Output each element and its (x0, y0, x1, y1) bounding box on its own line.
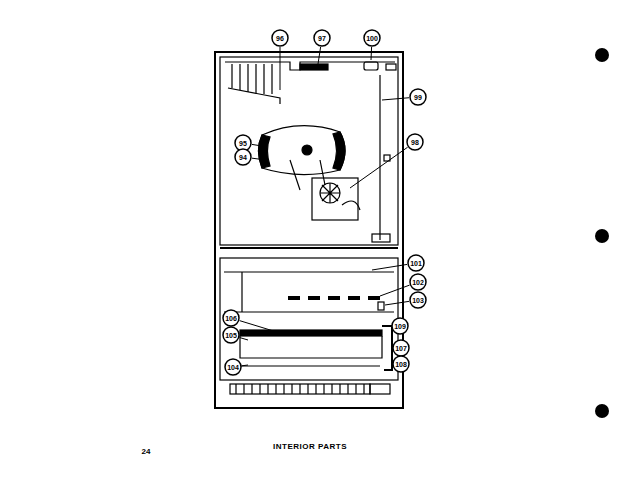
fan-side (333, 132, 345, 170)
crisper (240, 336, 382, 358)
fan-wires (290, 160, 325, 190)
callout-number: 106 (225, 315, 237, 322)
leader-line (380, 285, 410, 296)
fan-grille (312, 178, 358, 220)
shelf-cover (241, 272, 242, 312)
fan-blade (320, 183, 340, 203)
leader-line (240, 321, 280, 333)
callout-number: 97 (318, 35, 326, 42)
callout-circle (410, 89, 426, 105)
leader-line (371, 47, 373, 60)
leader-line (350, 147, 408, 188)
shelf-cover (224, 271, 394, 272)
grille-bars (236, 384, 364, 394)
leader-line (240, 338, 248, 340)
leader-line (252, 144, 262, 146)
grille (230, 384, 370, 394)
crisper-bottom (240, 365, 380, 366)
leader-line (385, 301, 409, 305)
air-duct (225, 62, 395, 70)
callout-circle (225, 359, 241, 375)
fan-hub (302, 145, 312, 155)
callout-number: 104 (227, 364, 239, 371)
fan-blade (320, 183, 340, 203)
rear-channel (379, 75, 380, 240)
callout-number: 99 (414, 94, 422, 101)
leader-line (280, 47, 281, 90)
callout-circle (235, 149, 251, 165)
caption: INTERIOR PARTS (273, 443, 347, 451)
leader-line (318, 47, 321, 64)
leader-line (252, 158, 266, 160)
fan-housing (259, 126, 346, 175)
freezer-liner (220, 57, 398, 245)
callout-number: 108 (395, 361, 407, 368)
callout-circle (393, 340, 409, 356)
callout-number: 102 (412, 279, 424, 286)
leader-line (242, 365, 248, 367)
damper (300, 64, 328, 70)
callout-circle (410, 274, 426, 290)
hinge (370, 384, 390, 394)
switch (378, 302, 384, 310)
drain (372, 234, 390, 242)
callout-number: 96 (276, 35, 284, 42)
cabinet-outline (215, 52, 403, 408)
callout-circle (408, 255, 424, 271)
leader-line (372, 264, 407, 270)
side-rail (382, 326, 392, 370)
callout-circle (223, 310, 239, 326)
callout-number: 105 (225, 332, 237, 339)
callout-circle (223, 327, 239, 343)
fan-wire (342, 201, 360, 210)
callout-circle (410, 292, 426, 308)
page-number: 24 (142, 448, 151, 456)
callout-number: 94 (239, 154, 247, 161)
control (364, 62, 378, 70)
callout-circle (364, 30, 380, 46)
crisper-rail (240, 330, 382, 336)
callout-circle (314, 30, 330, 46)
callout-circle (272, 30, 288, 46)
light-socket (386, 64, 396, 70)
duct-baffle (228, 88, 280, 104)
callout-circle (407, 134, 423, 150)
callout-number: 101 (410, 260, 422, 267)
callout-number: 103 (412, 297, 424, 304)
fresh-food-liner (220, 258, 398, 380)
shelf-cover (224, 311, 394, 312)
binder-holes (595, 48, 609, 418)
leader-line (382, 98, 409, 100)
fan-side (259, 135, 271, 168)
divider (220, 247, 398, 249)
callout-circle (393, 356, 409, 372)
callout-number: 98 (411, 139, 419, 146)
callout-number: 107 (395, 345, 407, 352)
callout-number: 109 (394, 323, 406, 330)
callout-number: 95 (239, 140, 247, 147)
vent-slots (288, 296, 380, 300)
callout-number: 100 (366, 35, 378, 42)
callout-circle (392, 318, 408, 334)
